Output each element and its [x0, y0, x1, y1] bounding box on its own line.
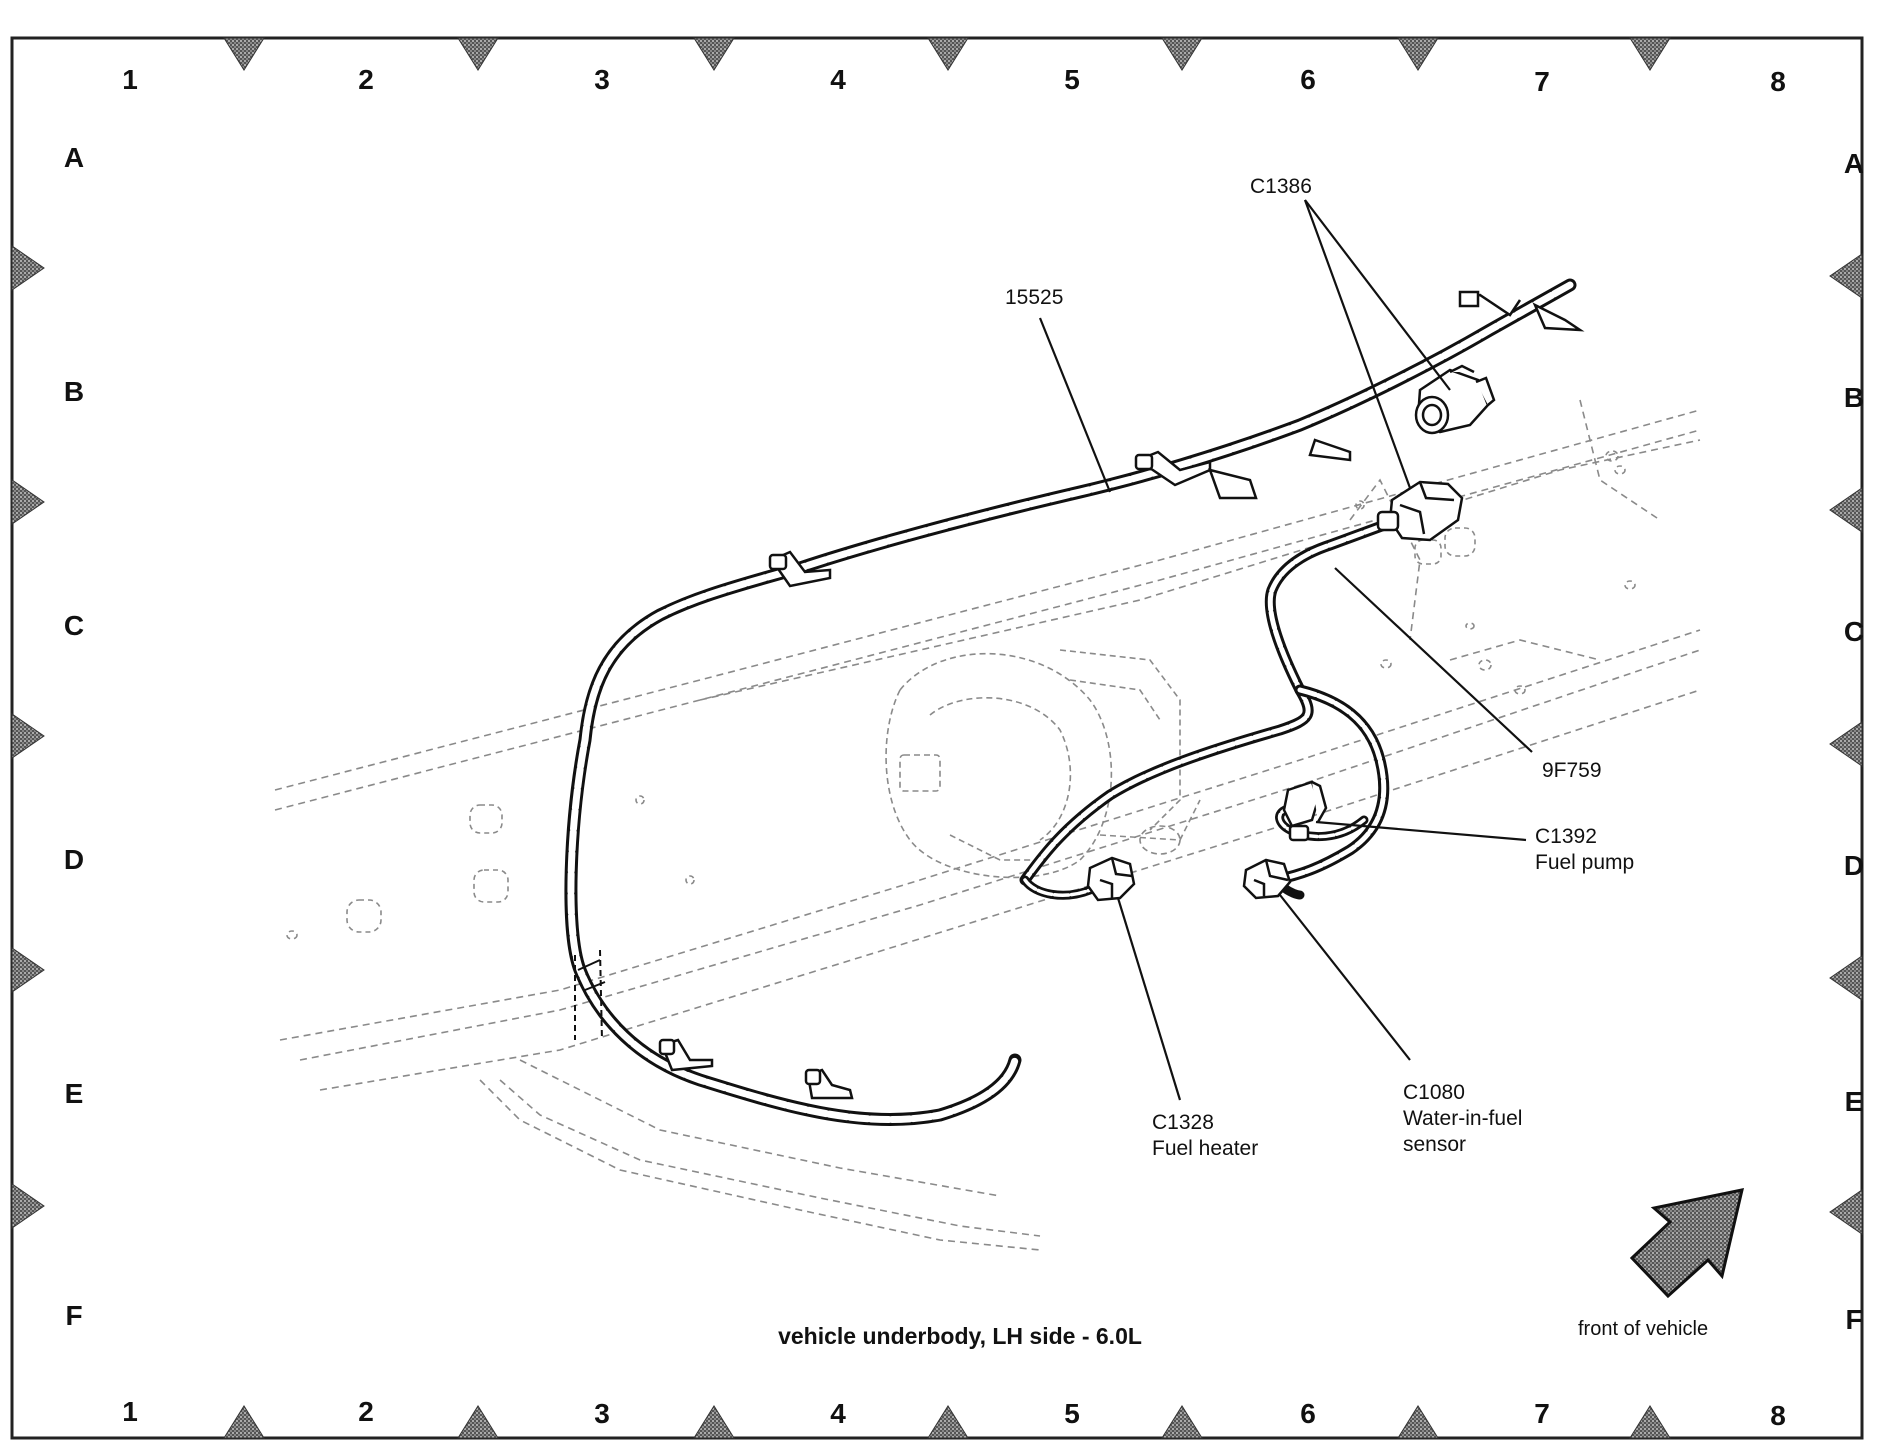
- grid-row-label-right-d: D: [1843, 850, 1865, 881]
- grid-col-label-top-4: 4: [830, 64, 846, 95]
- harness-clips: [658, 290, 1585, 1100]
- arrow-up-right-icon: [1629, 1188, 1744, 1299]
- connector-c1386-upper-body: [1414, 364, 1496, 435]
- front-of-vehicle-label: front of vehicle: [1578, 1318, 1709, 1340]
- callout-9f759-id: 9F759: [1542, 759, 1602, 782]
- callout-15525: 15525: [1005, 285, 1063, 311]
- callout-c1392-id: C1392: [1535, 825, 1597, 848]
- connector-c1386-lower-body: [1376, 480, 1464, 542]
- grid-row-label-right-e: E: [1844, 1086, 1864, 1117]
- zone-markers: [11, 37, 1863, 1439]
- grid-col-label-bottom-2: 2: [358, 1396, 374, 1427]
- callout-c1328-id: C1328: [1152, 1111, 1214, 1134]
- grid-col-label-top-1: 1: [122, 64, 138, 95]
- frame-pass-through: [574, 949, 606, 1041]
- grid-col-label-bottom-3: 3: [594, 1398, 610, 1429]
- grid-col-label-bottom-1: 1: [122, 1396, 138, 1427]
- callout-c1392-desc: Fuel pump: [1535, 851, 1635, 874]
- grid-col-label-top-6: 6: [1300, 64, 1316, 95]
- connector-c1392-body: [1282, 780, 1328, 842]
- connector-c1080-body: [1242, 858, 1292, 900]
- connector-c1328-body: [1086, 856, 1136, 902]
- grid-row-label-right-b: B: [1843, 382, 1865, 413]
- grid-col-label-bottom-8: 8: [1770, 1400, 1786, 1431]
- chassis-holes: [286, 450, 1636, 940]
- leader-lines: [1038, 199, 1533, 1101]
- harness-9f759: [1019, 514, 1404, 900]
- callout-c1080: C1080 Water-in-fuel sensor: [1403, 1080, 1522, 1158]
- grid-col-label-bottom-7: 7: [1534, 1398, 1550, 1429]
- diagram-frame: [10, 36, 1864, 1440]
- callout-c1080-desc-line1: Water-in-fuel: [1403, 1107, 1523, 1130]
- grid-row-label-left-a: A: [63, 142, 85, 173]
- callout-c1392: C1392 Fuel pump: [1535, 824, 1634, 876]
- grid-row-label-right-f: F: [1845, 1304, 1863, 1335]
- grid-col-label-bottom-4: 4: [830, 1398, 846, 1429]
- callout-c1080-desc-line2: sensor: [1403, 1133, 1467, 1156]
- grid-row-label-left-f: F: [65, 1300, 83, 1331]
- grid-col-label-bottom-6: 6: [1300, 1398, 1316, 1429]
- grid-col-label-bottom-5: 5: [1064, 1398, 1080, 1429]
- grid-row-label-left-b: B: [63, 376, 85, 407]
- callout-c1386-id: C1386: [1250, 175, 1312, 198]
- fuel-conditioning-module: [885, 649, 1201, 879]
- grid-col-label-top-3: 3: [594, 64, 610, 95]
- grid-row-label-left-d: D: [63, 844, 85, 875]
- grid-col-label-top-5: 5: [1064, 64, 1080, 95]
- grid-col-label-top-2: 2: [358, 64, 374, 95]
- callout-c1080-id: C1080: [1403, 1081, 1465, 1104]
- grid-row-label-right-a: A: [1843, 148, 1865, 179]
- diagram-caption: vehicle underbody, LH side - 6.0L: [778, 1323, 1142, 1349]
- harness-15525: [564, 278, 1577, 1126]
- grid-col-label-top-8: 8: [1770, 66, 1786, 97]
- callout-9f759: 9F759: [1542, 758, 1602, 784]
- grid-row-label-left-c: C: [63, 610, 85, 641]
- callout-15525-id: 15525: [1005, 286, 1064, 309]
- callout-c1386: C1386: [1250, 174, 1312, 200]
- grid-col-label-top-7: 7: [1534, 66, 1550, 97]
- callout-c1328: C1328 Fuel heater: [1152, 1110, 1258, 1162]
- grid-row-label-right-c: C: [1843, 616, 1865, 647]
- grid-row-label-left-e: E: [64, 1078, 84, 1109]
- callout-c1328-desc: Fuel heater: [1152, 1137, 1259, 1160]
